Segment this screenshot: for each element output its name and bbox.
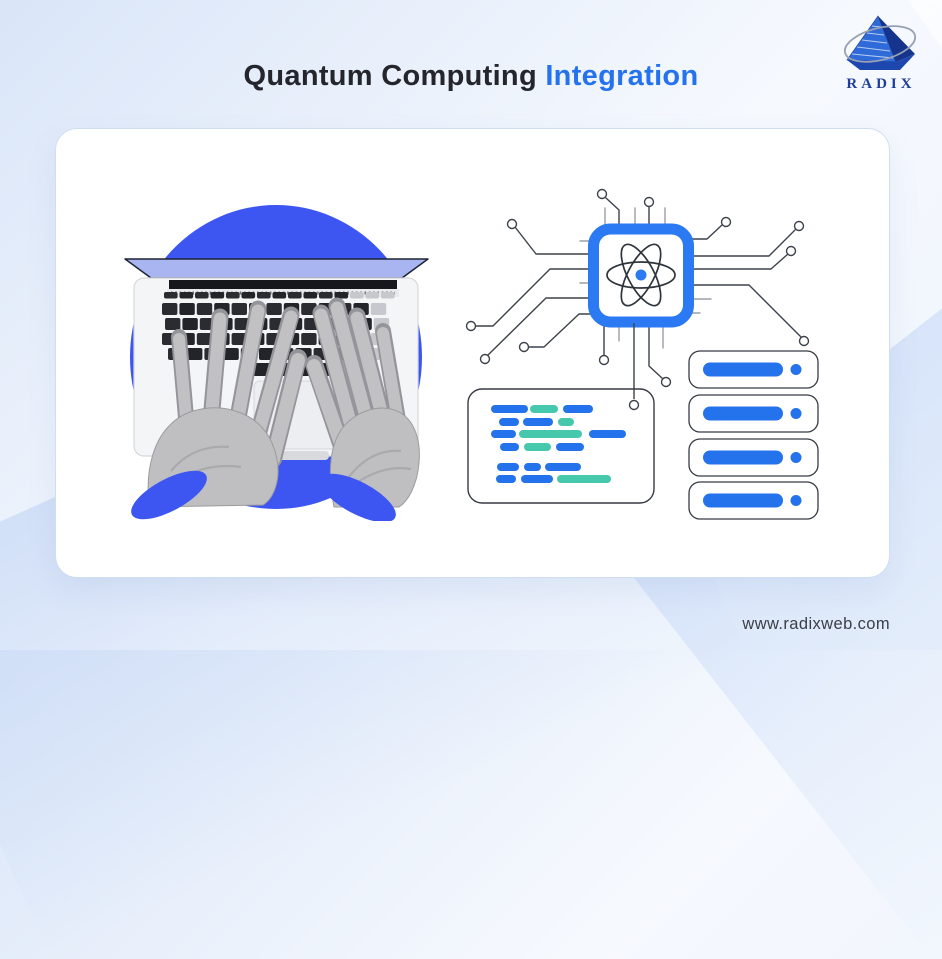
illustration-card <box>55 128 890 578</box>
radix-logo: RADIX <box>834 10 934 102</box>
atom-icon <box>606 243 676 307</box>
code-lines <box>491 405 626 483</box>
server-rack-stack <box>688 350 819 520</box>
wrist-cuff-right <box>320 473 396 521</box>
page-title: Quantum Computing Integration <box>0 60 942 93</box>
circuit-nodes <box>465 188 810 388</box>
laptop-notch <box>273 451 329 460</box>
orbit-ring-icon <box>843 25 917 63</box>
pyramid-icon <box>843 15 917 70</box>
page-title-accent: Integration <box>545 60 699 92</box>
laptop-lid <box>124 258 429 279</box>
logo-brand-text: RADIX <box>846 76 916 92</box>
website-url: www.radixweb.com <box>742 615 890 633</box>
hands-typing <box>131 297 420 521</box>
wrist-cuff-left <box>131 470 207 520</box>
page-title-main: Quantum Computing <box>243 60 537 92</box>
quantum-circuit-illustration <box>465 188 819 520</box>
laptop-hinge <box>169 280 397 290</box>
laptop-illustration <box>124 205 429 521</box>
